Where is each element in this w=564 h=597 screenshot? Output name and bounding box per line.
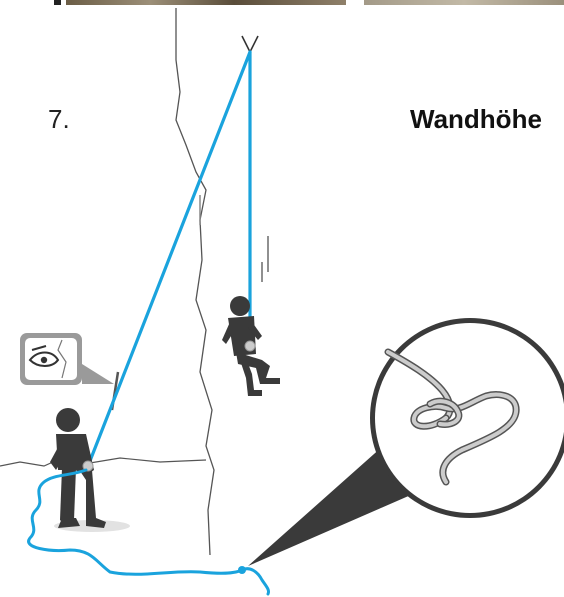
eye-callout <box>20 333 114 385</box>
wall-outline <box>176 8 214 555</box>
knot-callout <box>248 318 564 566</box>
belayer-figure <box>50 408 106 528</box>
ground-line <box>0 458 206 466</box>
belay-rope <box>88 52 250 466</box>
climber-tie-in <box>245 341 255 351</box>
rope-end-knot <box>238 566 246 574</box>
top-anchor <box>242 36 258 52</box>
